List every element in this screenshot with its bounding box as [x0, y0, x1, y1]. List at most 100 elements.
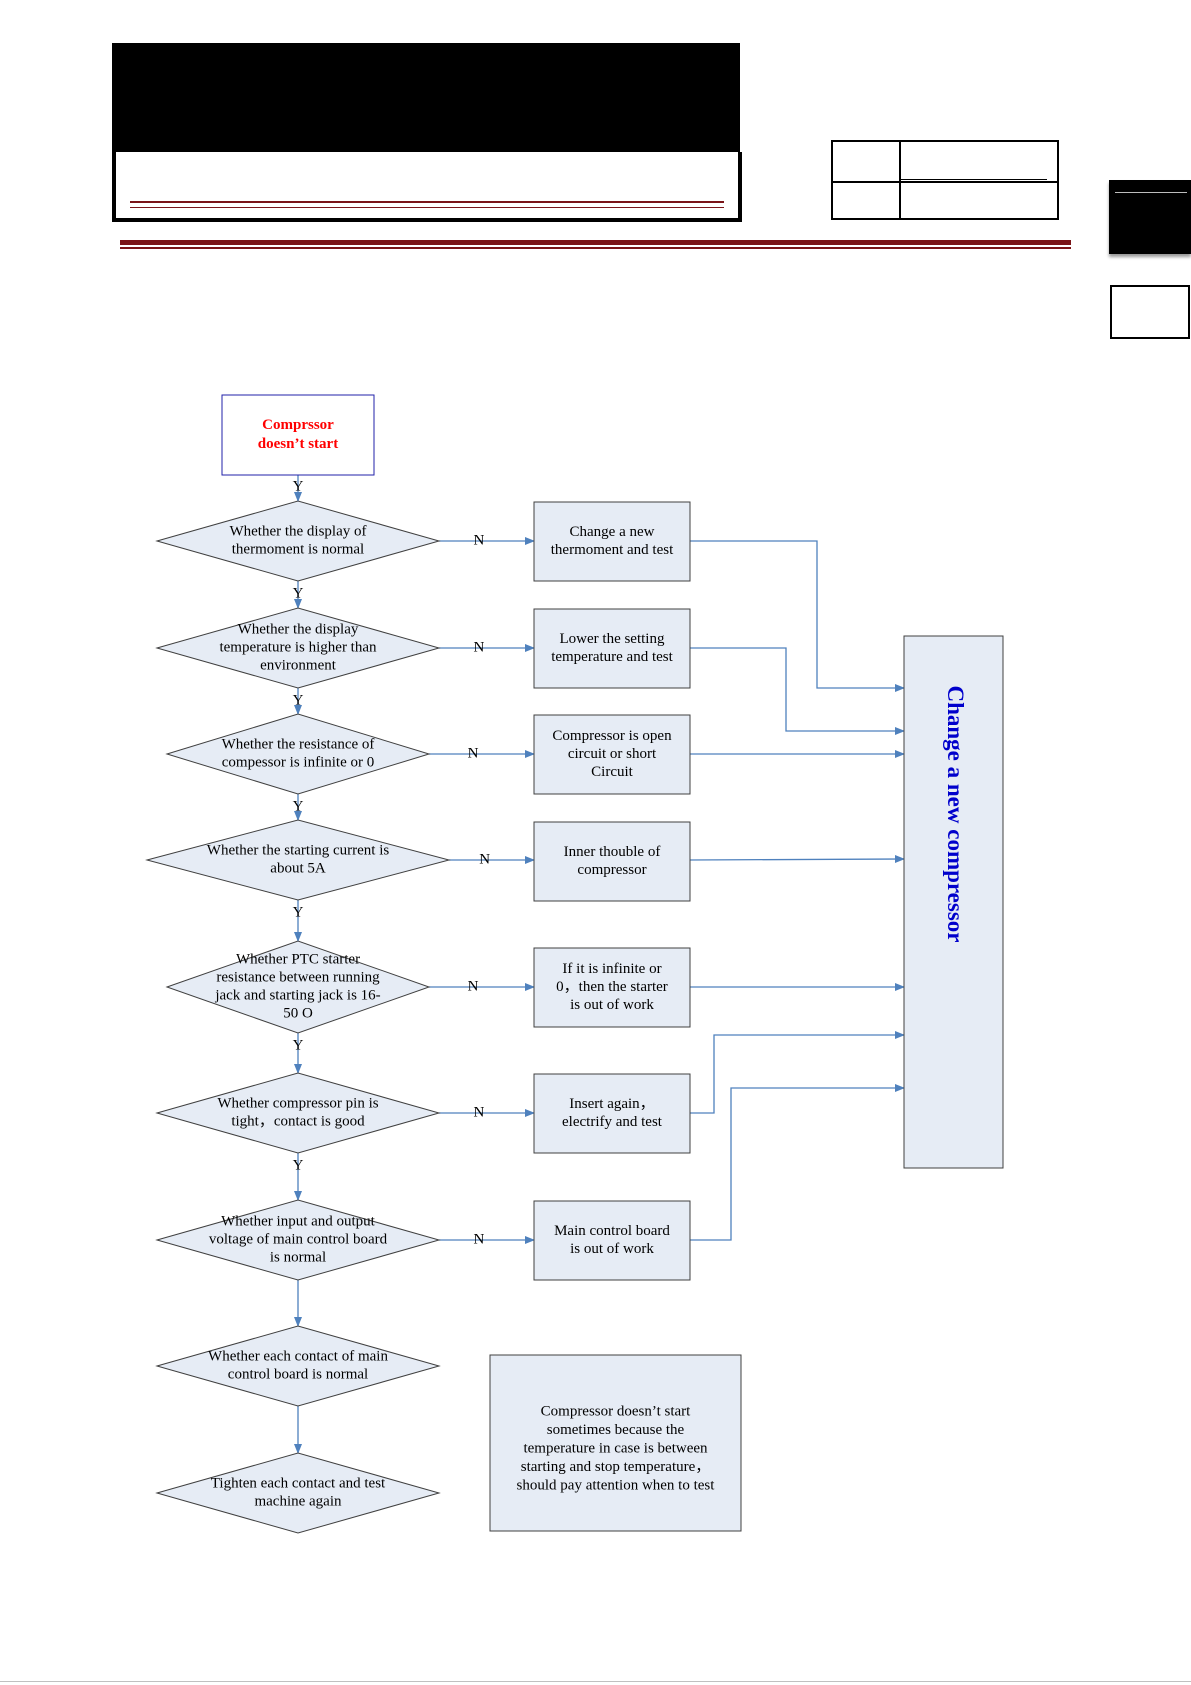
- action-node-label-line: Circuit: [591, 764, 633, 780]
- page-header-rule-thin: [120, 247, 1071, 249]
- edge-to-result: [690, 647, 905, 735]
- edge-label-no: N: [479, 851, 490, 867]
- action-node-label-line: is out of work: [570, 997, 654, 1013]
- decision-node-label-line: about 5A: [270, 860, 326, 876]
- decision-node-label-line: Whether the display of: [229, 523, 366, 539]
- decision-node-label-line: is normal: [270, 1249, 326, 1265]
- action-node-label-line: Insert again，: [569, 1096, 654, 1112]
- decision-node: [155, 1325, 441, 1407]
- action-node: [533, 501, 691, 582]
- edge-label-no: N: [468, 978, 479, 994]
- header-rule-thin: [130, 207, 724, 208]
- action-node-label-line: circuit or short: [568, 746, 657, 762]
- note-box-text-line: Compressor doesn’t start: [541, 1403, 692, 1419]
- action-node: [533, 714, 691, 795]
- decision-node: [155, 1199, 441, 1281]
- edge-label-no: N: [468, 745, 479, 761]
- action-node-label-line: electrify and test: [562, 1114, 663, 1130]
- edge-label-no: N: [473, 639, 484, 655]
- table-divider-horizontal: [833, 181, 1057, 183]
- edge-label-yes: Y: [293, 1037, 304, 1053]
- result-node-label: Change a new compressor: [943, 685, 968, 942]
- action-node-label-line: is out of work: [570, 1241, 654, 1257]
- table-divider-inner: [901, 179, 1047, 180]
- decision-node-label-line: resistance between running: [216, 969, 380, 985]
- edge-label-yes: Y: [293, 692, 304, 708]
- action-node-label-line: If it is infinite or: [562, 961, 661, 977]
- decision-node-label-line: Tighten each contact and test: [211, 1475, 386, 1491]
- edge-label-no: N: [473, 1231, 484, 1247]
- action-node-label-line: 0，then the starter: [556, 979, 668, 995]
- flowchart-edges: Y Y Y Y Y Y Y N N N N N N N: [293, 475, 905, 1454]
- header-title-banner: [112, 43, 740, 154]
- edge-label-no: N: [473, 1104, 484, 1120]
- tab-line: [1115, 192, 1187, 193]
- action-node: [533, 947, 691, 1028]
- decision-node-label-line: Whether the starting current is: [207, 842, 390, 858]
- decision-node-label-line: Whether input and output: [221, 1213, 376, 1229]
- decision-node: [165, 713, 431, 795]
- decision-node-label-line: Whether compressor pin is: [217, 1095, 378, 1111]
- decision-node-label-line: compessor is infinite or 0: [222, 754, 374, 770]
- action-node-label-line: compressor: [577, 862, 646, 878]
- action-node-label-line: Main control board: [554, 1223, 670, 1239]
- edge-to-result: [690, 1031, 905, 1114]
- action-node-label-line: Change a new: [570, 524, 655, 540]
- edge-label-yes: Y: [293, 798, 304, 814]
- action-node: [533, 821, 691, 902]
- table-divider-vertical: [899, 142, 901, 218]
- edge-label-yes: Y: [293, 904, 304, 920]
- edge-label-yes: Y: [293, 585, 304, 601]
- decision-node: [155, 500, 441, 582]
- decision-node: [155, 607, 441, 689]
- header-subtitle-box: [112, 152, 742, 222]
- edge-label-no: N: [473, 532, 484, 548]
- result-node: [903, 635, 1004, 1169]
- decision-node-label-line: Whether the display: [238, 621, 359, 637]
- edge-to-result: [690, 1084, 905, 1241]
- edge-label-yes: Y: [293, 478, 304, 494]
- decision-node-label-line: tight，contact is good: [231, 1113, 365, 1129]
- action-node-label-line: temperature and test: [551, 649, 673, 665]
- decision-node-label-line: machine again: [254, 1493, 342, 1509]
- page-footer-rule: [0, 1681, 1191, 1682]
- decision-node: [155, 1452, 441, 1534]
- edge-to-result: [690, 540, 905, 692]
- edge-to-result: [689, 855, 905, 864]
- edge-label-yes: Y: [293, 1157, 304, 1173]
- note-box: [489, 1354, 742, 1532]
- start-node-label-line: doesn’t start: [258, 436, 338, 452]
- decision-node-label-line: control board is normal: [228, 1366, 368, 1382]
- note-box-text-line: temperature in case is between: [523, 1440, 708, 1456]
- decision-node: [155, 1072, 441, 1154]
- action-node-label-line: Lower the setting: [560, 631, 665, 647]
- decision-node: [165, 940, 431, 1034]
- document-info-table: [831, 140, 1059, 220]
- section-tab-active: [1109, 180, 1191, 254]
- decision-node-label-line: Whether each contact of main: [208, 1348, 388, 1364]
- action-node-label-line: Inner thouble of: [564, 844, 661, 860]
- action-node-label-line: thermoment and test: [551, 542, 674, 558]
- section-tab: [1110, 285, 1190, 339]
- action-node: [533, 1073, 691, 1154]
- decision-node-label-line: jack and starting jack is 16-: [214, 987, 380, 1003]
- header-rule: [130, 201, 724, 203]
- decision-node-label-line: temperature is higher than: [219, 639, 377, 655]
- action-node: [533, 608, 691, 689]
- note-box-text-line: starting and stop temperature，: [521, 1459, 711, 1475]
- note-box-text-line: sometimes because the: [547, 1422, 685, 1438]
- decision-node-label-line: Whether the resistance of: [222, 736, 375, 752]
- page-header-rule: [120, 240, 1071, 245]
- decision-node-label-line: voltage of main control board: [209, 1231, 388, 1247]
- decision-node: [145, 819, 451, 901]
- start-node-label-line: Comprssor: [262, 417, 334, 433]
- decision-node-label-line: Whether PTC starter: [236, 951, 360, 967]
- note-box-text-line: should pay attention when to test: [517, 1477, 716, 1493]
- action-node: [533, 1200, 691, 1281]
- decision-node-label-line: thermoment is normal: [232, 541, 364, 557]
- decision-node-label-line: 50 O: [283, 1005, 313, 1021]
- action-node-label-line: Compressor is open: [552, 728, 672, 744]
- start-node: [221, 394, 375, 476]
